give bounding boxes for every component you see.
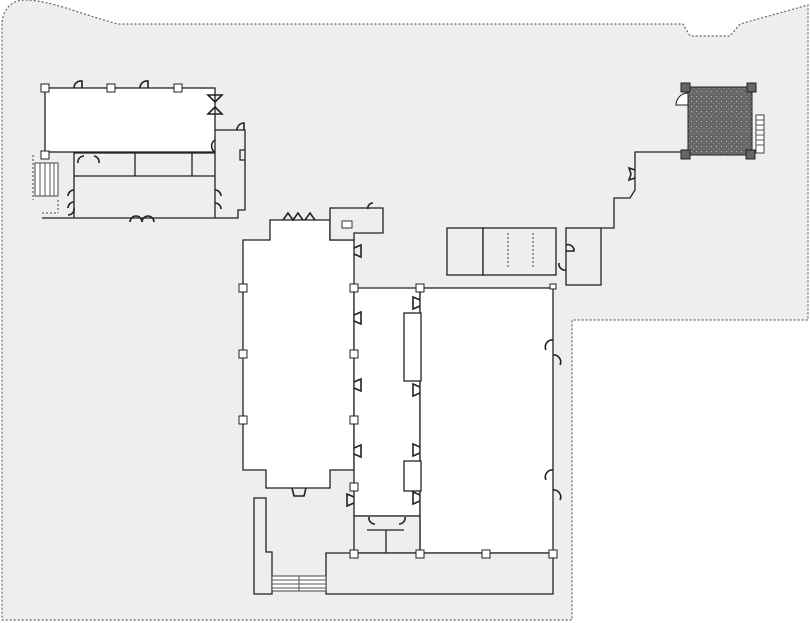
room-east-2[interactable] [482,227,557,276]
building-central [238,202,562,595]
column-icon [40,83,183,160]
room-stair-lobby[interactable] [329,207,384,241]
building-east [446,151,683,286]
building-northeast [675,82,765,160]
room-south-gallery[interactable] [325,552,554,595]
room-ballroom[interactable] [419,287,554,554]
room-alcove-1 [403,312,422,382]
door-swing-icon [675,92,689,106]
column-icon [680,82,757,160]
stair-icon [755,114,765,154]
stair-icon [34,162,59,197]
room-highlighted[interactable] [687,86,753,156]
room-nw-lower[interactable] [73,152,216,219]
column-icon [238,283,558,559]
room-east-3[interactable] [565,227,602,286]
door-swing-icon [282,202,562,525]
room-nw-hall[interactable] [44,87,216,153]
door-swing-icon [558,166,636,271]
building-northwest [32,80,246,223]
door-swing-icon [67,80,245,223]
room-east-1[interactable] [446,227,484,276]
room-central-west[interactable] [242,219,355,489]
stair-icon [341,220,353,229]
room-southwest [253,497,273,595]
stair-icon [271,575,327,592]
